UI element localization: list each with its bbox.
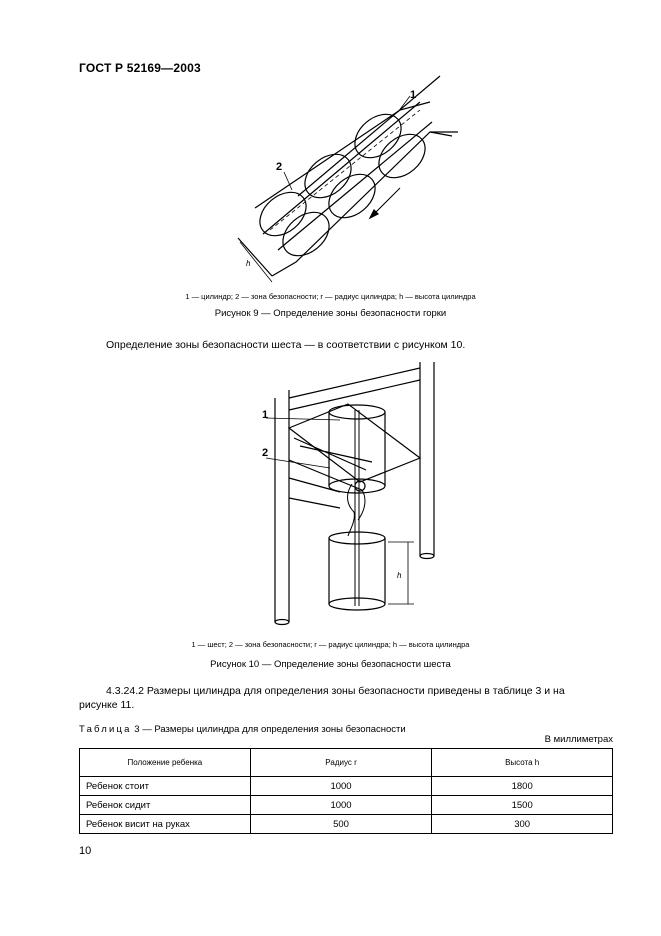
table-cell-height: 300 [431,814,613,834]
document-header: ГОСТ Р 52169—2003 [79,61,201,75]
table-3-title-rest: 3 — Размеры цилиндра для определения зон… [131,724,406,735]
figure-10-label-2: 2 [262,447,268,459]
section-4-3-24-2-line-2: рисунке 11. [79,699,135,711]
figure-9-label-1: 1 [410,89,416,101]
table-cell-height: 1500 [431,795,613,815]
table-header-row: Положение ребенка Радиус r Высота h [79,748,613,777]
figure-10-label-h: h [397,571,402,580]
figure-10-label-1: 1 [262,409,268,421]
table-cell-position: Ребенок сидит [79,795,251,815]
figure-9-label-2: 2 [276,161,282,173]
table-cell-radius: 1000 [249,776,433,796]
figure-9-legend: 1 — цилиндр; 2 — зона безопасности; r — … [185,292,476,301]
paragraph-pole: Определение зоны безопасности шеста — в … [106,339,466,351]
table-row: Ребенок стоит 1000 1800 [79,776,613,796]
figure-10-legend: 1 — шест; 2 — зона безопасности; r — рад… [191,640,470,649]
table-cell-radius: 500 [249,814,433,834]
table-row: Ребенок сидит 1000 1500 [79,795,613,815]
table-header-position: Положение ребенка [79,748,251,777]
table-row: Ребенок висит на руках 500 300 [79,814,613,834]
table-cell-height: 1800 [431,776,613,796]
table-3: Положение ребенка Радиус r Высота h Ребе… [79,748,613,834]
figure-9-caption: Рисунок 9 — Определение зоны безопасност… [214,308,447,319]
figure-10-pole-drawing: 1 2 h [262,362,435,626]
figure-9-slide-drawing: 1 2 h [237,75,458,283]
table-3-title: Таблица 3 — Размеры цилиндра для определ… [79,724,406,735]
table-header-height: Высота h [431,748,613,777]
page-number: 10 [79,845,92,857]
table-cell-position: Ребенок висит на руках [79,814,251,834]
table-3-title-prefix: Таблица [79,724,132,735]
table-cell-radius: 1000 [249,795,433,815]
section-4-3-24-2-line-1: 4.3.24.2 Размеры цилиндра для определени… [106,685,565,697]
figure-9-label-h: h [246,259,251,268]
table-cell-position: Ребенок стоит [79,776,251,796]
table-header-radius: Радиус r [249,748,433,777]
figure-10-caption: Рисунок 10 — Определение зоны безопаснос… [210,659,451,670]
table-3-units: В миллиметрах [544,734,613,745]
